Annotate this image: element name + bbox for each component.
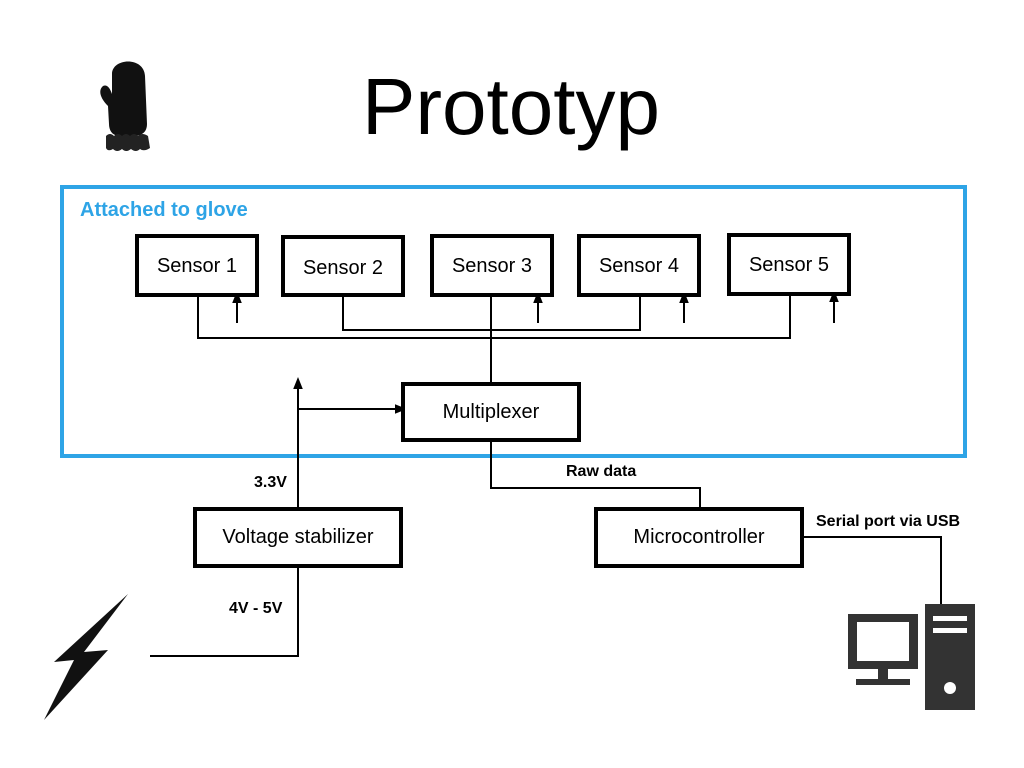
sensor-2-box: Sensor 2 bbox=[281, 235, 405, 297]
sensor-4-label: Sensor 4 bbox=[598, 255, 680, 277]
glove-group-label: Attached to glove bbox=[80, 199, 248, 221]
page-title: Prototyp bbox=[362, 62, 660, 151]
glove-group-frame bbox=[60, 185, 967, 458]
microcontroller-label: Microcontroller bbox=[633, 526, 765, 548]
serial-usb-wire bbox=[804, 536, 942, 607]
voltage-stabilizer-label: Voltage stabilizer bbox=[222, 526, 374, 548]
input-power-wire bbox=[150, 568, 299, 657]
sensor-4-box: Sensor 4 bbox=[577, 234, 701, 297]
mitten-icon bbox=[100, 61, 150, 151]
sensor-5-box: Sensor 5 bbox=[727, 233, 851, 296]
multiplexer-box: Multiplexer bbox=[401, 382, 581, 442]
regulated-voltage-label: 3.3V bbox=[254, 474, 287, 491]
raw-data-label: Raw data bbox=[566, 463, 637, 480]
voltage-stabilizer-box: Voltage stabilizer bbox=[193, 507, 403, 568]
sensor-5-label: Sensor 5 bbox=[748, 254, 830, 276]
serial-link-label: Serial port via USB bbox=[816, 513, 961, 530]
sensor-1-label: Sensor 1 bbox=[156, 255, 238, 277]
microcontroller-box: Microcontroller bbox=[594, 507, 804, 568]
sensor-3-label: Sensor 3 bbox=[451, 255, 533, 277]
sensor-bus-wire bbox=[197, 296, 791, 339]
sensor-1-box: Sensor 1 bbox=[135, 234, 259, 297]
input-voltage-label: 4V - 5V bbox=[229, 600, 283, 617]
multiplexer-label: Multiplexer bbox=[442, 400, 540, 423]
lightning-bolt-icon bbox=[44, 594, 128, 720]
desktop-computer-icon bbox=[848, 604, 975, 710]
sensor-2-label: Sensor 2 bbox=[302, 257, 384, 279]
sensor-3-box: Sensor 3 bbox=[430, 234, 554, 297]
raw-data-wire bbox=[490, 442, 701, 507]
